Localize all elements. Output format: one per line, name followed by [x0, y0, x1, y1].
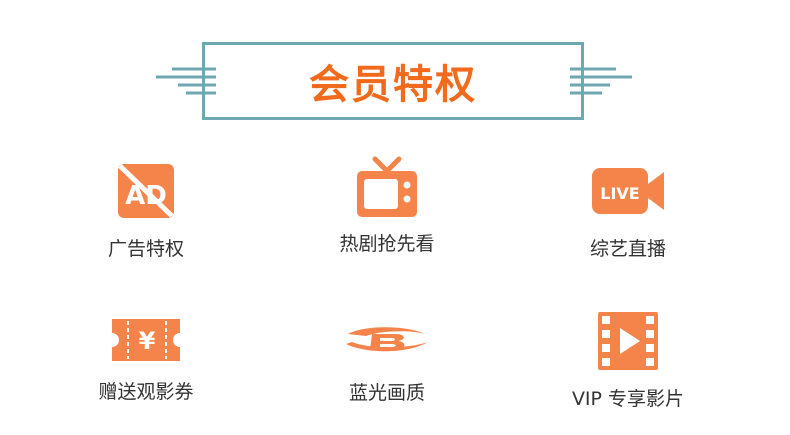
title-frame: 会员特权: [202, 42, 584, 120]
title-decoration-right: [570, 67, 632, 95]
svg-text:LIVE: LIVE: [600, 184, 639, 203]
feature-label: VIP 专享影片: [571, 388, 685, 410]
title-decoration-left: [156, 67, 216, 95]
feature-movie-ticket[interactable]: ¥ 赠送观影券: [46, 315, 246, 404]
feature-label: 广告特权: [107, 238, 184, 260]
ticket-icon: ¥: [112, 319, 180, 361]
feature-vip-films[interactable]: VIP 专享影片: [528, 310, 728, 411]
bluray-icon: [346, 327, 428, 352]
feature-variety-live[interactable]: LIVE 综艺直播: [528, 160, 728, 261]
feature-label: 蓝光画质: [348, 382, 425, 404]
feature-bluray-quality[interactable]: 蓝光画质: [287, 320, 487, 405]
film-icon: [598, 312, 658, 370]
feature-label: 热剧抢先看: [339, 233, 435, 255]
feature-label: 综艺直播: [589, 238, 666, 260]
live-camera-icon: LIVE: [592, 168, 664, 214]
feature-label: 赠送观影券: [98, 381, 194, 403]
feature-ad-privilege[interactable]: AD 广告特权: [46, 160, 246, 261]
svg-text:¥: ¥: [139, 327, 156, 355]
no-ad-icon: AD: [118, 164, 174, 218]
page-title: 会员特权: [309, 62, 477, 108]
tv-icon: [357, 156, 417, 217]
feature-tv-early-access[interactable]: 热剧抢先看: [287, 155, 487, 256]
